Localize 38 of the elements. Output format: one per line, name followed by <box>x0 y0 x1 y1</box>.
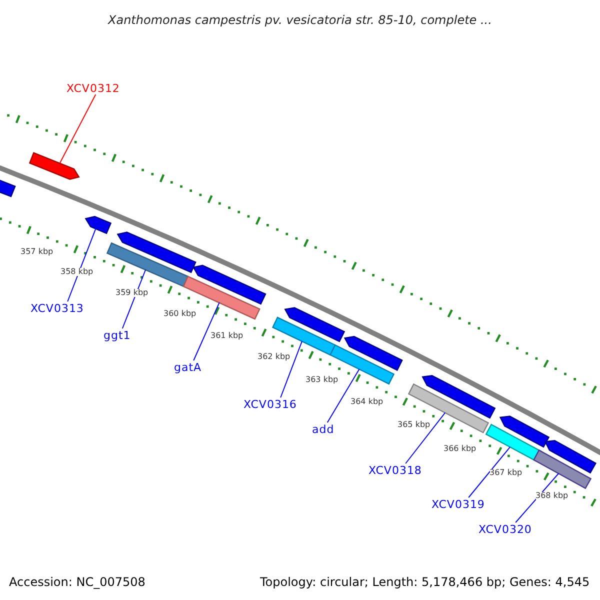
scale-label: 361 kbp <box>210 332 244 340</box>
footer-text: Accession: NC_007508 <box>9 576 146 588</box>
gene-label: add <box>312 424 334 434</box>
scale-label: 357 kbp <box>20 248 54 256</box>
scale-label: 366 kbp <box>444 445 476 453</box>
gene-feature <box>106 242 189 288</box>
scale-label: 367 kbp <box>490 469 522 477</box>
gene-feature <box>84 216 112 234</box>
gene-label: XCV0320 <box>478 524 532 534</box>
gene-feature <box>533 449 592 490</box>
gene-feature <box>28 152 80 180</box>
title: Xanthomonas campestris pv. vesicatoria str. 85-10, complete ... <box>108 14 492 26</box>
gene-label: gatA <box>174 362 202 372</box>
scale-label: 359 kbp <box>116 289 148 297</box>
leader-line <box>193 302 220 361</box>
scale-label: 365 kbp <box>398 421 430 429</box>
leader-line <box>515 473 560 523</box>
leader-line <box>67 228 96 302</box>
leader-line <box>468 446 510 498</box>
leader-line <box>122 269 146 329</box>
leader-line <box>280 340 302 398</box>
gene-label: XCV0316 <box>244 398 297 410</box>
scale-label: 358 kbp <box>60 268 94 276</box>
scale-label: 368 kbp <box>536 492 568 500</box>
leader-line <box>59 94 96 164</box>
scale-label: 364 kbp <box>350 398 384 406</box>
gene-label: ggt1 <box>104 330 131 340</box>
leader-line <box>326 368 360 423</box>
footer-text: Topology: circular; Length: 5,178,466 bp; Genes: 4,545 <box>260 576 590 588</box>
gene-feature <box>182 276 260 320</box>
scale-label: 363 kbp <box>306 376 338 384</box>
leader-line <box>405 412 446 464</box>
scale-label: 360 kbp <box>164 310 196 318</box>
gene-label: XCV0312 <box>66 82 120 94</box>
gene-label: XCV0313 <box>30 302 84 314</box>
gene-label: XCV0319 <box>432 498 485 510</box>
scale-label: 362 kbp <box>258 353 290 361</box>
gene-label: XCV0318 <box>368 464 422 476</box>
